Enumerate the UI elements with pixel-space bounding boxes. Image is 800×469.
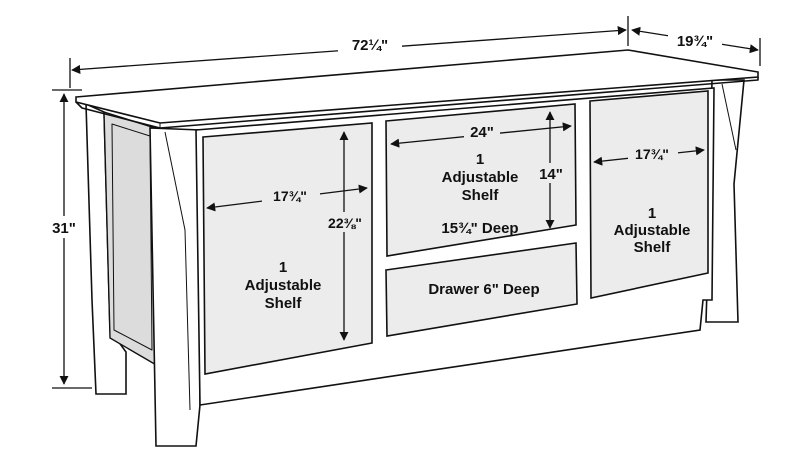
overall-width-label: 72¼" — [352, 37, 388, 54]
left-cabinet-labels: 17¾" 22⅜" 1 Adjustable Shelf — [245, 186, 369, 312]
interior-dimensions — [206, 111, 705, 341]
left-width-label: 17¾" — [273, 188, 307, 204]
center-shelf-line2: Shelf — [462, 187, 500, 204]
right-cabinet-labels: 17¾" 1 Adjustable Shelf — [614, 143, 691, 256]
right-shelf-count: 1 — [648, 205, 656, 222]
center-height-label: 14" — [539, 166, 563, 183]
drawer-panel — [385, 242, 578, 337]
left-shelf-line1: Adjustable — [245, 277, 322, 294]
front-left-leg — [149, 127, 201, 447]
right-door-panel — [589, 90, 709, 299]
center-shelf-count: 1 — [476, 151, 484, 168]
drawer-labels: Drawer 6" Deep — [428, 281, 539, 298]
center-depth-label: 15¾" Deep — [441, 220, 518, 237]
center-width-label: 24" — [470, 124, 494, 141]
center-cabinet-labels: 24" 14" 1 Adjustable Shelf 15¾" Deep — [441, 122, 572, 237]
overall-height-label: 31" — [52, 220, 76, 237]
dimension-labels: 72¼" 19¾" 31" — [40, 30, 722, 238]
left-door-panel — [202, 122, 373, 375]
center-shelf-line1: Adjustable — [442, 169, 519, 186]
left-shelf-count: 1 — [279, 259, 287, 276]
drawer-label: Drawer 6" Deep — [428, 281, 539, 298]
right-shelf-line1: Adjustable — [614, 222, 691, 239]
overall-depth-label: 19¾" — [677, 33, 713, 50]
left-height-label: 22⅜" — [328, 215, 362, 231]
right-width-label: 17¾" — [635, 146, 669, 162]
left-shelf-line2: Shelf — [265, 295, 303, 312]
right-shelf-line2: Shelf — [634, 239, 672, 256]
